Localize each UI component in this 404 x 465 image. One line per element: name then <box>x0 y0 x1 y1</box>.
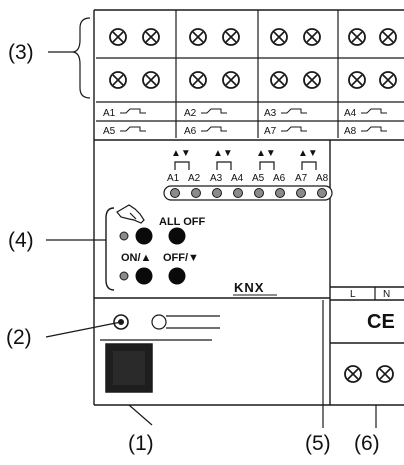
callout-3: (3) <box>8 41 34 64</box>
callout-4: (4) <box>8 229 34 252</box>
on-up-label: ON/▲ <box>121 252 151 264</box>
relay-contact-icon <box>120 108 146 114</box>
relay-contact-icon <box>201 108 227 114</box>
led-label: A1 <box>167 173 180 184</box>
screw-terminal-icon <box>348 71 366 89</box>
arrow-pair: ▲▼ <box>213 148 233 159</box>
all-off-label: ALL OFF <box>159 216 206 228</box>
relay-contact-icon <box>361 108 387 114</box>
off-down-button[interactable] <box>168 267 186 285</box>
screw-terminal-icon <box>222 28 240 46</box>
channel-label: A4 <box>344 108 357 119</box>
led-label: A3 <box>210 173 223 184</box>
channel-label: A3 <box>264 108 277 119</box>
channel-label: A6 <box>184 126 197 137</box>
screw-terminal-icon <box>109 71 127 89</box>
screw-terminal-icon <box>303 71 321 89</box>
hand-icon <box>116 204 145 224</box>
on-up-led <box>119 271 129 281</box>
channel-label: A2 <box>184 108 197 119</box>
screw-terminal-icon <box>379 28 397 46</box>
screw-terminal-icon <box>379 71 397 89</box>
ce-mark: CE <box>367 311 395 333</box>
led-label: A7 <box>295 173 308 184</box>
programming-led-outline <box>151 314 167 330</box>
channel-label: A8 <box>344 126 357 137</box>
manual-led <box>119 231 129 241</box>
status-led <box>191 188 201 198</box>
screw-terminal-icon <box>142 71 160 89</box>
screw-terminal-icon <box>189 71 207 89</box>
manual-mode-button[interactable] <box>135 227 153 245</box>
callout-2: (2) <box>6 326 32 349</box>
status-led <box>233 188 243 198</box>
callout-1: (1) <box>128 432 154 455</box>
channel-label: A7 <box>264 126 277 137</box>
mains-terminal-section: L N CE <box>344 287 395 383</box>
status-led <box>317 188 327 198</box>
callouts: (3) (4) (2) (1) (5) (6) <box>6 17 380 455</box>
terminal-label: N <box>383 289 390 300</box>
status-led <box>254 188 264 198</box>
programming-section <box>100 314 220 393</box>
off-down-label: OFF/▼ <box>163 252 199 264</box>
status-led <box>275 188 285 198</box>
relay-contact-icon <box>281 108 307 114</box>
callout-5: (5) <box>305 432 331 455</box>
screw-terminal-icon <box>348 28 366 46</box>
led-label: A8 <box>316 173 329 184</box>
relay-contact-icon <box>361 126 387 132</box>
housing <box>93 9 404 406</box>
relay-contact-icon <box>201 126 227 132</box>
all-off-button[interactable] <box>168 227 186 245</box>
screw-terminal-icon <box>344 365 362 383</box>
manual-control-panel: ALL OFF ON/▲ OFF/▼ <box>105 204 206 291</box>
screw-terminal-icon <box>270 71 288 89</box>
arrow-pair: ▲▼ <box>256 148 276 159</box>
status-led <box>296 188 306 198</box>
terminal-label: L <box>350 289 356 300</box>
screw-terminal-icon <box>303 28 321 46</box>
screw-terminal-icon <box>189 28 207 46</box>
screw-terminal-icon <box>109 28 127 46</box>
on-up-button[interactable] <box>135 267 153 285</box>
led-label: A6 <box>273 173 286 184</box>
terminal-block <box>96 10 404 138</box>
channel-labels: A1 A2 A3 A4 A5 A6 A7 A8 <box>103 108 387 137</box>
svg-text:KNX: KNX <box>234 280 264 295</box>
relay-contact-icon <box>281 126 307 132</box>
screw-terminal-icon <box>142 28 160 46</box>
relay-contact-icon <box>120 126 146 132</box>
channel-label: A1 <box>103 108 116 119</box>
screw-terminal-icon <box>270 28 288 46</box>
status-led-panel: ▲▼ ▲▼ ▲▼ ▲▼ A1 A2 A3 A4 A5 A6 A7 A8 <box>163 148 333 201</box>
screw-terminal-icon <box>376 365 394 383</box>
screw-terminal-icon <box>222 71 240 89</box>
led-label: A4 <box>231 173 244 184</box>
channel-label: A5 <box>103 126 116 137</box>
knx-logo: KNX <box>233 280 277 296</box>
led-label: A5 <box>252 173 265 184</box>
arrow-pair: ▲▼ <box>171 148 191 159</box>
led-label: A2 <box>188 173 201 184</box>
status-led <box>212 188 222 198</box>
screw-terminals <box>109 28 397 89</box>
callout-6: (6) <box>354 432 380 455</box>
status-led <box>170 188 180 198</box>
arrow-pair: ▲▼ <box>298 148 318 159</box>
